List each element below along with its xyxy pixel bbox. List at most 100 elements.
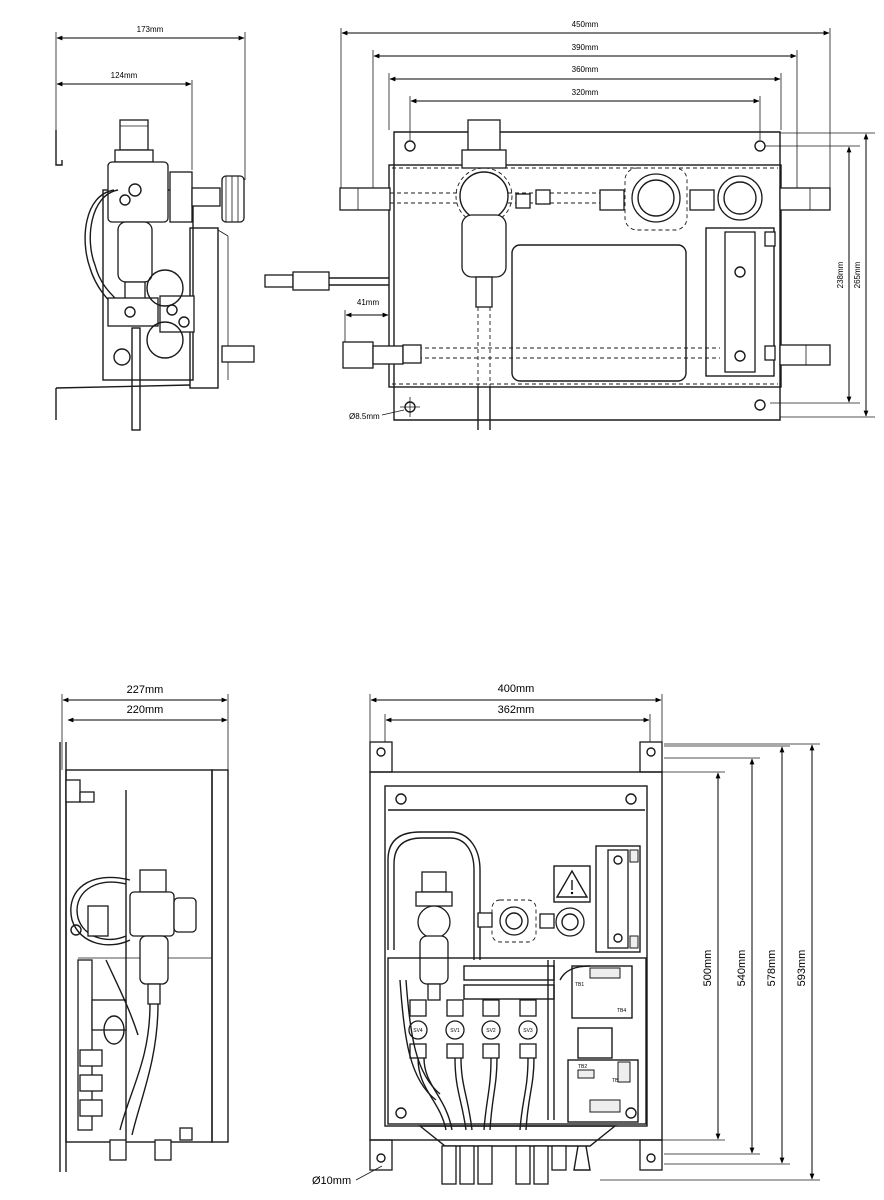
gland-6 — [551, 1145, 567, 1171]
valve-label-sv1: SV1 — [450, 1028, 460, 1034]
right-bracket — [779, 187, 831, 211]
bracket-bottom-left — [369, 1139, 393, 1171]
valve-sv3 — [518, 1020, 538, 1040]
window-panel — [511, 244, 687, 382]
dim-label-540: 540mm — [736, 950, 748, 987]
valve-block-side — [107, 297, 159, 327]
outlet-fitting-side — [221, 345, 255, 363]
dim-label-265: 265mm — [853, 261, 862, 288]
regulator-knob-side2 — [139, 869, 167, 893]
wall-bracket-top — [55, 130, 63, 166]
gland-3 — [477, 1145, 493, 1185]
side-wall-bracket — [59, 742, 67, 1172]
dim-label-220: 220mm — [127, 704, 164, 716]
gauge-bottom — [499, 906, 529, 936]
dim-360mm: 360mm — [388, 65, 782, 130]
dim-label-578: 578mm — [766, 950, 778, 987]
dim-362mm: 362mm — [384, 704, 651, 770]
bracket-bottom-right — [639, 1139, 663, 1171]
cable-gland-side-2 — [154, 1139, 172, 1161]
bottom-plate — [418, 1125, 617, 1147]
valve-label-sv4: SV4 — [413, 1028, 423, 1034]
dim-label-400: 400mm — [498, 683, 535, 695]
dim-label-238: 238mm — [836, 261, 845, 288]
regulator-knob — [119, 119, 149, 151]
filter-bowl-front — [461, 214, 507, 278]
valve-sv1 — [445, 1020, 465, 1040]
dim-500mm: 500mm — [650, 771, 725, 1141]
filter-bowl-side2 — [139, 935, 169, 985]
flow-meter-tube — [724, 231, 756, 373]
mount-hole-side — [113, 348, 131, 366]
dim-label-362: 362mm — [498, 704, 535, 716]
dim-label-124: 124mm — [111, 71, 138, 80]
dim-label-320: 320mm — [572, 88, 599, 97]
gland-5 — [533, 1145, 549, 1185]
bottom-front-view: 400mm 362mm 500mm 540mm 578mm — [312, 683, 820, 1187]
pressure-gauge — [631, 173, 681, 223]
left-bracket — [339, 187, 391, 211]
dim-label-450: 450mm — [572, 20, 599, 29]
regulator-dial-bottom — [417, 905, 451, 939]
top-front-view: 450mm 390mm 360mm 320mm 238mm — [264, 20, 875, 430]
dim-265mm: 265mm — [780, 132, 875, 418]
terminal-label-tb2: TB2 — [578, 1064, 587, 1070]
terminal-label-tb3: TB3 — [612, 1078, 621, 1084]
outlet-fitting-front — [342, 341, 374, 369]
solenoid-valves: SV4 SV1 SV2 SV3 — [408, 1020, 538, 1040]
regulator-body-side2 — [129, 891, 175, 937]
regulator-knob-front — [467, 119, 501, 151]
dim-390mm: 390mm — [372, 43, 798, 190]
dim-label-593: 593mm — [796, 950, 808, 987]
valve-sv2 — [481, 1020, 501, 1040]
valve-sv4 — [408, 1020, 428, 1040]
dim-578mm: 578mm — [664, 745, 790, 1165]
wall-bracket-bottom — [55, 384, 191, 420]
enclosure-front — [388, 164, 782, 388]
cable-gland-side-1 — [109, 1139, 127, 1161]
regulator-body — [107, 161, 169, 223]
enclosure-outer — [369, 771, 663, 1141]
valve-label-sv2: SV2 — [486, 1028, 496, 1034]
filter-bowl — [117, 221, 153, 283]
dim-41mm: 41mm — [344, 298, 389, 342]
regulator-dial — [459, 171, 509, 221]
dim-label-173: 173mm — [137, 25, 164, 34]
dim-label-390: 390mm — [572, 43, 599, 52]
dim-593mm: 593mm — [600, 743, 820, 1181]
terminal-board-tb1 — [571, 965, 633, 1019]
dim-label-41: 41mm — [357, 298, 380, 307]
dim-238mm: 238mm — [765, 145, 860, 404]
valve-block-side2 — [91, 999, 127, 1031]
regulator-knob-bottom — [421, 871, 447, 893]
gauge-knob — [221, 175, 245, 223]
gland-2 — [459, 1145, 475, 1185]
terminal-label-tb1: TB1 — [575, 982, 584, 988]
bottom-side-view: 227mm 220mm — [59, 684, 229, 1172]
dim-540mm: 540mm — [664, 757, 760, 1155]
terminal-label-tb4: TB4 — [617, 1008, 626, 1014]
back-plate — [393, 131, 781, 421]
dim-label-hole-8-5: Ø8.5mm — [349, 412, 380, 421]
flow-meter-bottom — [595, 845, 641, 953]
controller-board — [567, 1059, 639, 1123]
warning-sign — [553, 865, 591, 903]
dim-label-500: 500mm — [702, 950, 714, 987]
dim-227mm: 227mm — [61, 684, 229, 770]
bracket-top-right — [639, 741, 663, 773]
dim-400mm: 400mm — [369, 683, 663, 742]
dim-label-hole-10: Ø10mm — [312, 1175, 351, 1187]
gland-4 — [515, 1145, 531, 1185]
lower-panel — [387, 957, 647, 1125]
dim-label-360: 360mm — [572, 65, 599, 74]
dim-450mm: 450mm — [340, 20, 831, 190]
side-door — [211, 769, 229, 1143]
dim-220mm: 220mm — [67, 704, 228, 723]
bracket-top-left — [369, 741, 393, 773]
transformer — [577, 1027, 613, 1059]
gland-1 — [441, 1145, 457, 1185]
warning-icon — [555, 869, 589, 898]
top-side-view: 173mm 124mm — [55, 25, 255, 431]
valve-label-sv3: SV3 — [523, 1028, 533, 1034]
